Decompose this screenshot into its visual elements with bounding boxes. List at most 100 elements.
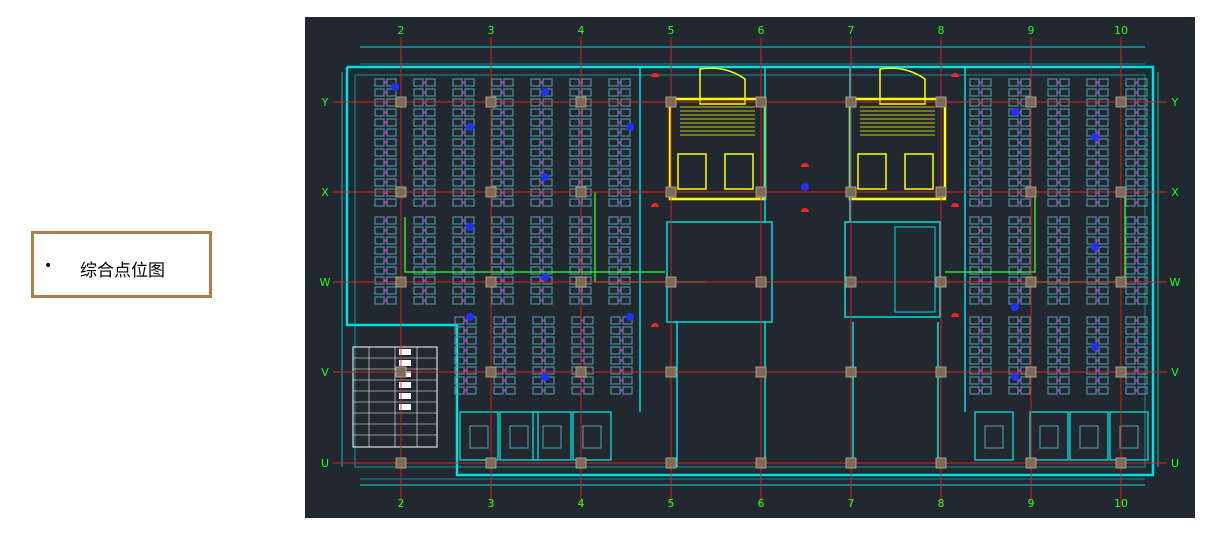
workstation — [542, 78, 553, 87]
workstation — [569, 158, 580, 167]
data-point — [503, 379, 506, 382]
workstation — [413, 168, 424, 177]
workstation — [425, 296, 436, 305]
data-point — [540, 259, 543, 262]
workstation — [1125, 118, 1136, 127]
fire-device — [801, 163, 809, 167]
data-point — [1057, 329, 1060, 332]
workstation — [452, 236, 463, 245]
workstation — [1098, 178, 1109, 187]
data-point — [1057, 239, 1060, 242]
workstation — [610, 376, 621, 385]
data-point — [979, 379, 982, 382]
column-axis-label-top: 10 — [1114, 24, 1128, 37]
data-point — [462, 161, 465, 164]
workstation — [425, 266, 436, 275]
workstation — [1125, 158, 1136, 167]
workstation — [464, 188, 475, 197]
data-point — [464, 319, 467, 322]
workstation — [1137, 356, 1148, 365]
data-point — [540, 111, 543, 114]
data-point — [542, 329, 545, 332]
workstation — [1086, 216, 1097, 225]
data-point — [464, 369, 467, 372]
data-point — [464, 379, 467, 382]
data-point — [384, 249, 387, 252]
workstation — [374, 118, 385, 127]
workstation — [425, 216, 436, 225]
workstation — [981, 346, 992, 355]
workstation — [425, 128, 436, 137]
data-point — [540, 201, 543, 204]
data-point — [620, 379, 623, 382]
data-point — [618, 81, 621, 84]
workstation — [569, 108, 580, 117]
data-point — [979, 289, 982, 292]
data-point — [384, 279, 387, 282]
workstation — [454, 326, 465, 335]
data-point — [1057, 389, 1060, 392]
data-point — [979, 259, 982, 262]
workstation — [464, 78, 475, 87]
data-point — [540, 121, 543, 124]
workstation — [544, 336, 555, 345]
data-point — [423, 259, 426, 262]
workstation — [1125, 98, 1136, 107]
data-point — [1057, 289, 1060, 292]
data-point — [1018, 171, 1021, 174]
workstation — [981, 118, 992, 127]
workstation — [374, 148, 385, 157]
workstation — [622, 326, 633, 335]
workstation — [464, 168, 475, 177]
workstation — [503, 216, 514, 225]
workstation — [569, 138, 580, 147]
data-point — [1018, 279, 1021, 282]
workstation — [374, 296, 385, 305]
workstation — [608, 226, 619, 235]
data-point — [1135, 259, 1138, 262]
workstation — [1137, 366, 1148, 375]
workstation — [969, 346, 980, 355]
data-point — [1057, 121, 1060, 124]
workstation — [464, 178, 475, 187]
structural-column — [665, 96, 677, 108]
data-point — [542, 389, 545, 392]
workstation — [532, 316, 543, 325]
workstation — [1137, 178, 1148, 187]
workstation — [1047, 188, 1058, 197]
data-point — [462, 229, 465, 232]
workstation — [1020, 316, 1031, 325]
row-axis-label-left: Y — [321, 96, 329, 109]
data-point — [979, 369, 982, 372]
workstation — [530, 256, 541, 265]
workstation — [425, 78, 436, 87]
data-point — [501, 91, 504, 94]
workstation — [1008, 226, 1019, 235]
structural-column — [395, 366, 407, 378]
workstation — [1086, 88, 1097, 97]
data-point — [1135, 359, 1138, 362]
workstation — [1008, 98, 1019, 107]
workstation — [569, 168, 580, 177]
workstation — [1020, 118, 1031, 127]
workstation — [530, 178, 541, 187]
workstation — [413, 108, 424, 117]
workstation — [374, 168, 385, 177]
workstation — [1086, 98, 1097, 107]
workstation — [569, 256, 580, 265]
workstation — [425, 148, 436, 157]
column-axis-label-top: 2 — [398, 24, 405, 37]
row-axis-label-right: V — [1171, 366, 1179, 379]
outer-wall — [345, 65, 1155, 477]
core-room — [848, 97, 947, 201]
workstation — [386, 286, 397, 295]
structural-column — [575, 276, 587, 288]
data-point — [501, 141, 504, 144]
data-point — [423, 121, 426, 124]
workstation — [425, 236, 436, 245]
workstation — [1137, 138, 1148, 147]
data-point — [462, 239, 465, 242]
workstation — [1086, 286, 1097, 295]
workstation — [1125, 188, 1136, 197]
data-point — [1057, 229, 1060, 232]
